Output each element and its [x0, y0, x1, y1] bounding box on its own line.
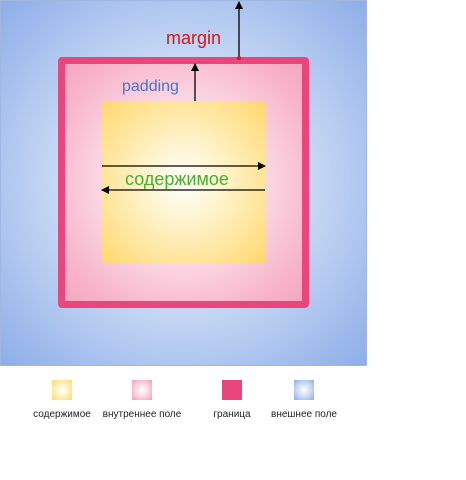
legend-item-padding: внутреннее поле — [100, 380, 184, 420]
padding-label: padding — [122, 78, 179, 95]
legend: содержимое внутреннее поле граница внешн… — [0, 380, 466, 440]
content-swatch-icon — [52, 380, 72, 400]
margin-swatch-icon — [294, 380, 314, 400]
legend-label: внутреннее поле — [102, 409, 182, 420]
legend-item-content: содержимое — [30, 380, 94, 420]
legend-label: граница — [213, 409, 251, 420]
margin-label: margin — [166, 28, 222, 48]
padding-swatch-icon — [132, 380, 152, 400]
border-swatch-icon — [222, 380, 242, 400]
content-box — [102, 101, 265, 264]
legend-item-margin: внешнее поле — [268, 380, 340, 420]
legend-item-border: граница — [206, 380, 258, 420]
legend-label: содержимое — [33, 409, 91, 420]
legend-label: внешнее поле — [271, 409, 337, 420]
content-label: содержимое — [125, 169, 229, 189]
